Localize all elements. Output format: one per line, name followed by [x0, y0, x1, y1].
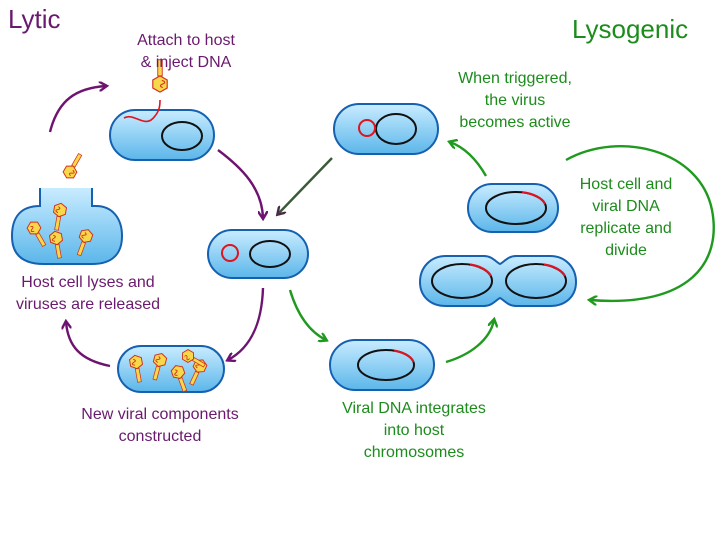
cell-replicating [467, 183, 559, 233]
cell-lysed [10, 150, 124, 265]
cell-integrated [329, 339, 435, 391]
label-lyses: Host cell lyses and viruses are released [15, 274, 161, 313]
arrow-components-to-lysis [66, 322, 111, 368]
cell-new-components [117, 345, 225, 394]
cell-infected [207, 229, 309, 279]
label-components: New viral components constructed [81, 406, 239, 445]
arrow-activated-to-lytic [278, 157, 333, 214]
arrow-release-to-attach [48, 86, 106, 133]
title-lysogenic: Lysogenic [572, 14, 689, 44]
cell-attach [109, 59, 215, 161]
arrow-replicating-to-activated [450, 142, 488, 177]
label-integrates: Viral DNA integrates into host chromosom… [342, 400, 486, 461]
arrow-infected-to-components [228, 287, 265, 360]
cell-activated [333, 103, 439, 155]
label-attach: Attach to host & inject DNA [137, 32, 235, 71]
arrow-replication-loop [565, 145, 715, 301]
title-lytic: Lytic [8, 4, 61, 34]
label-triggered: When triggered, the virus becomes active [458, 70, 572, 131]
arrow-integrated-to-dividing [445, 320, 494, 364]
arrow-infected-to-integrated [288, 289, 326, 340]
label-replicate: Host cell and viral DNA replicate and di… [579, 176, 673, 259]
cell-dividing [418, 255, 578, 307]
phage-icon [60, 150, 86, 182]
arrow-attach-to-infected [217, 149, 263, 218]
